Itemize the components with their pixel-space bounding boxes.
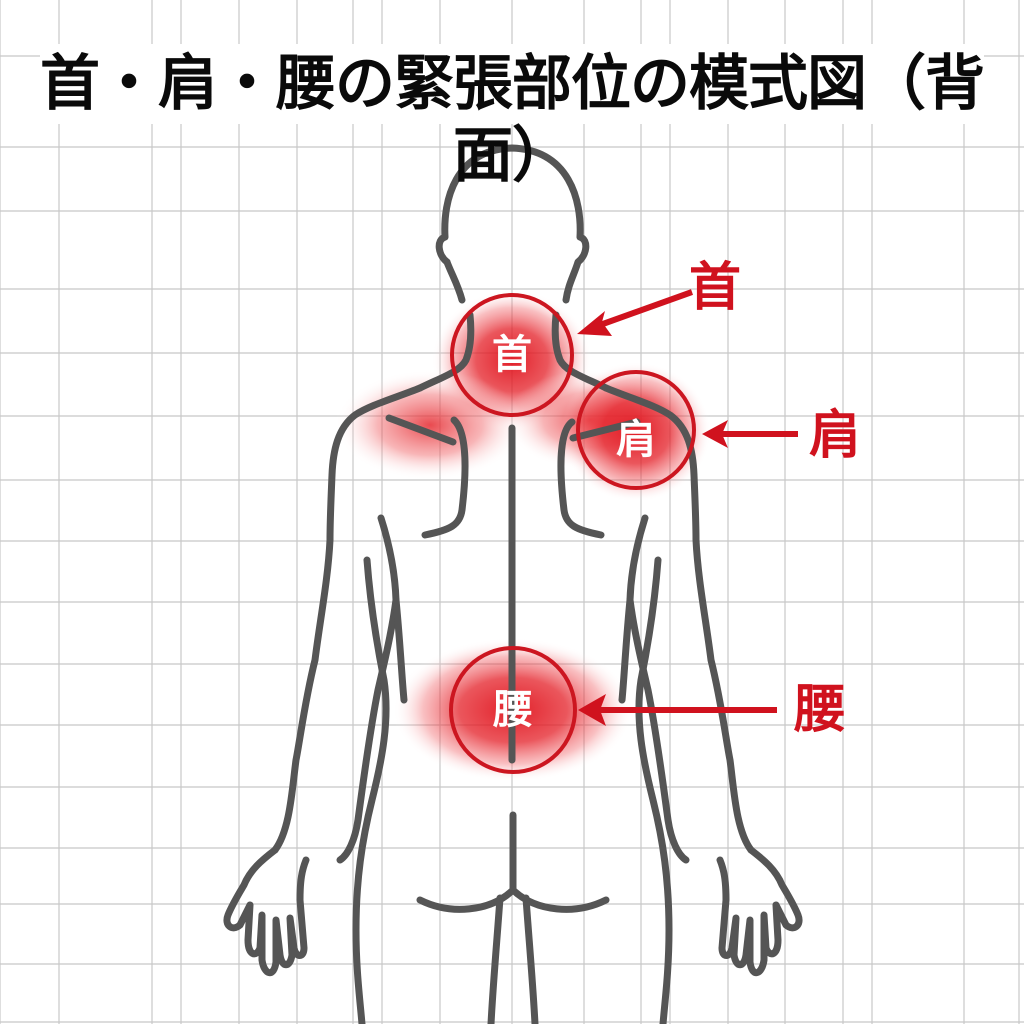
- tension-markers: [449, 293, 696, 774]
- left-trapezius-glow: [335, 370, 525, 480]
- left-hand-outline: [223, 846, 310, 977]
- arrowheads: [577, 311, 728, 726]
- leg-inner-right: [522, 894, 539, 1024]
- head-outline: [435, 144, 590, 304]
- shoulder-arrowhead-icon: [702, 420, 728, 448]
- neck-callout-label: 首: [688, 258, 741, 318]
- left-arm-inner: [336, 514, 400, 864]
- left-torso-side: [352, 556, 390, 1024]
- right-shoulder-torso: [602, 384, 755, 854]
- right-hand-outline: [716, 846, 803, 977]
- right-torso-side: [635, 556, 673, 1024]
- callout-arrows: [598, 289, 798, 713]
- right-arm-inner-upper: [618, 596, 634, 704]
- neck-arrowhead-icon: [577, 311, 612, 336]
- right-scapula-line: [569, 418, 641, 442]
- neck-marker-circle: [450, 293, 574, 417]
- leg-inner-left: [487, 894, 504, 1024]
- shoulder-marker-circle: [576, 370, 696, 490]
- lower-back-callout-label: 腰: [793, 680, 846, 740]
- left-scapula-line: [385, 414, 457, 446]
- left-scapula-curve: [421, 416, 469, 539]
- head-left-lower: [443, 258, 466, 304]
- shoulder-callout-label: 肩: [808, 406, 861, 466]
- lower-back-badge-label: 腰: [493, 687, 533, 733]
- title-band: [40, 44, 984, 124]
- neck-badge-label: 首: [492, 332, 532, 378]
- page-title: 首・肩・腰の緊張部位の模式図（背面）: [40, 49, 985, 191]
- left-shoulder-torso: [271, 384, 424, 854]
- shoulder-glow: [561, 362, 711, 502]
- lower-back-arrowhead-icon: [578, 694, 606, 726]
- left-buttock-curve: [416, 886, 517, 913]
- right-scapula-curve: [557, 418, 605, 539]
- neck-right-line: [551, 311, 610, 392]
- right-arm-inner: [626, 514, 690, 864]
- body-outline: [223, 144, 803, 1024]
- lower-back-marker-circle: [449, 646, 577, 774]
- shoulder-badge-label: 肩: [616, 417, 656, 463]
- left-arm-inner-upper: [392, 596, 408, 704]
- neck-arrow: [598, 289, 694, 328]
- neck-left-line: [416, 311, 475, 392]
- right-buttock-curve: [509, 886, 610, 913]
